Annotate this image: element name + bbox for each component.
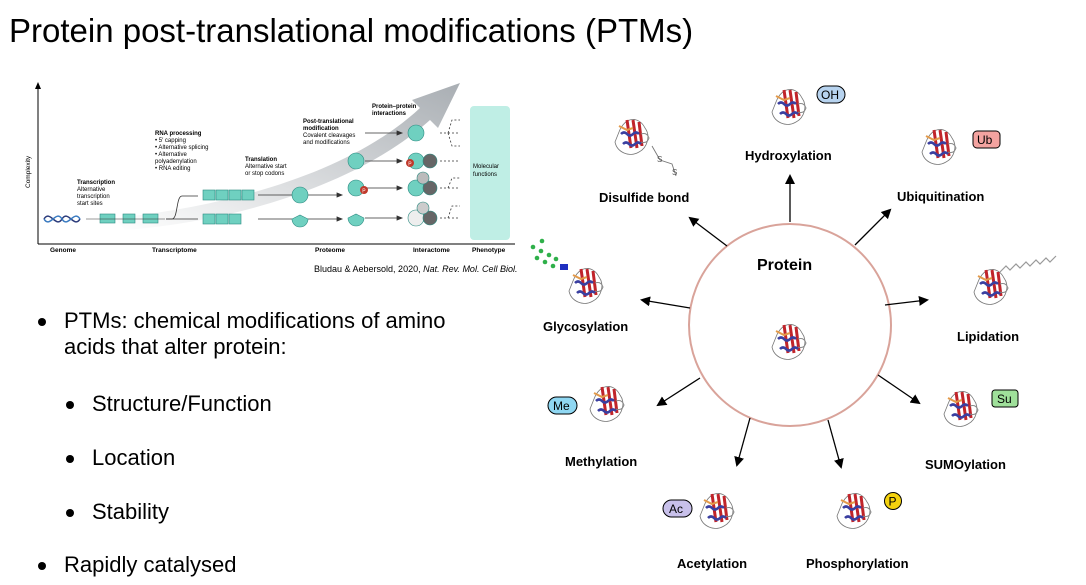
svg-text:Ub: Ub [977, 133, 993, 147]
citation: Bludau & Aebersold, 2020, Nat. Rev. Mol.… [314, 264, 518, 274]
svg-text:Alternative: Alternative [77, 187, 106, 193]
svg-text:OH: OH [821, 88, 839, 102]
svg-text:interactions: interactions [372, 111, 407, 117]
mod-glycosylation: Glycosylation [530, 238, 628, 334]
svg-text:and modifications: and modifications [303, 140, 350, 146]
svg-text:transcription: transcription [77, 194, 110, 200]
svg-text:P: P [408, 162, 412, 168]
svg-text:• Alternative: • Alternative [155, 152, 187, 158]
dna-helix [43, 215, 81, 223]
mod-disulfide-bond: S S Disulfide bond [599, 117, 689, 205]
svg-text:• 5′ capping: • 5′ capping [155, 138, 186, 144]
axis-genome: Genome [50, 247, 76, 254]
svg-text:Glycosylation: Glycosylation [543, 319, 628, 334]
svg-text:Alternative start: Alternative start [245, 164, 287, 170]
svg-text:Molecular: Molecular [473, 164, 499, 170]
stage-translation: Translation [245, 157, 277, 163]
stage-ppi: Protein–protein [372, 104, 417, 110]
mod-lipidation: Lipidation [957, 255, 1057, 344]
svg-text:Hydroxylation: Hydroxylation [745, 148, 832, 163]
axis-transcriptome: Transcriptome [152, 247, 197, 254]
svg-text:SUMOylation: SUMOylation [925, 457, 1006, 472]
axis-interactome: Interactome [413, 247, 450, 254]
protein-label: Protein [757, 257, 812, 274]
svg-text:Covalent cleavages: Covalent cleavages [303, 133, 355, 139]
mod-phosphorylation: P Phosphorylation [806, 491, 909, 571]
stage-ptm: Post-translational [303, 119, 354, 125]
svg-text:P: P [362, 189, 366, 195]
axis-y-label: Complexity [25, 155, 32, 188]
mod-sumoylation: Su SUMOylation [925, 389, 1019, 472]
mod-ubiquitination: Ub Ubiquitination [897, 127, 1001, 204]
svg-text:P: P [889, 495, 897, 509]
svg-text:start sites: start sites [77, 201, 103, 207]
svg-text:Ubiquitination: Ubiquitination [897, 189, 984, 204]
svg-text:S: S [657, 155, 662, 164]
svg-text:Ac: Ac [669, 502, 683, 516]
molecular-functions-panel [470, 106, 510, 240]
svg-text:• RNA editing: • RNA editing [155, 166, 190, 172]
svg-text:Acetylation: Acetylation [677, 556, 747, 571]
svg-text:Methylation: Methylation [565, 454, 637, 469]
protein-blobs [291, 124, 438, 228]
svg-text:Phosphorylation: Phosphorylation [806, 556, 909, 571]
svg-text:Su: Su [997, 392, 1012, 406]
svg-text:S: S [672, 168, 677, 177]
complexity-figure: Complexity P P [25, 82, 515, 254]
svg-text:Me: Me [553, 399, 570, 413]
axis-proteome: Proteome [315, 247, 345, 254]
stage-rna-processing: RNA processing [155, 131, 202, 137]
transcript [86, 213, 165, 224]
mod-hydroxylation: OH Hydroxylation [745, 85, 846, 163]
phospho-marker [360, 186, 368, 194]
mrna [202, 189, 255, 225]
svg-text:• Alternative splicing: • Alternative splicing [155, 145, 208, 151]
svg-text:or stop codons: or stop codons [245, 171, 284, 177]
mod-acetylation: Ac Acetylation [662, 491, 747, 571]
svg-text:modification: modification [303, 126, 339, 132]
svg-text:functions: functions [473, 172, 497, 178]
svg-text:Lipidation: Lipidation [957, 329, 1019, 344]
svg-text:polyadenylation: polyadenylation [155, 159, 197, 165]
stage-transcription: Transcription [77, 180, 115, 186]
svg-text:Disulfide bond: Disulfide bond [599, 190, 689, 205]
axis-phenotype: Phenotype [472, 247, 506, 254]
ptm-diagram: Protein OH Hydroxylation Ub Ubiquitinati… [530, 85, 1057, 571]
slide-title: Protein post-translational modifications… [9, 12, 694, 49]
mod-methylation: Me Methylation [547, 384, 637, 469]
